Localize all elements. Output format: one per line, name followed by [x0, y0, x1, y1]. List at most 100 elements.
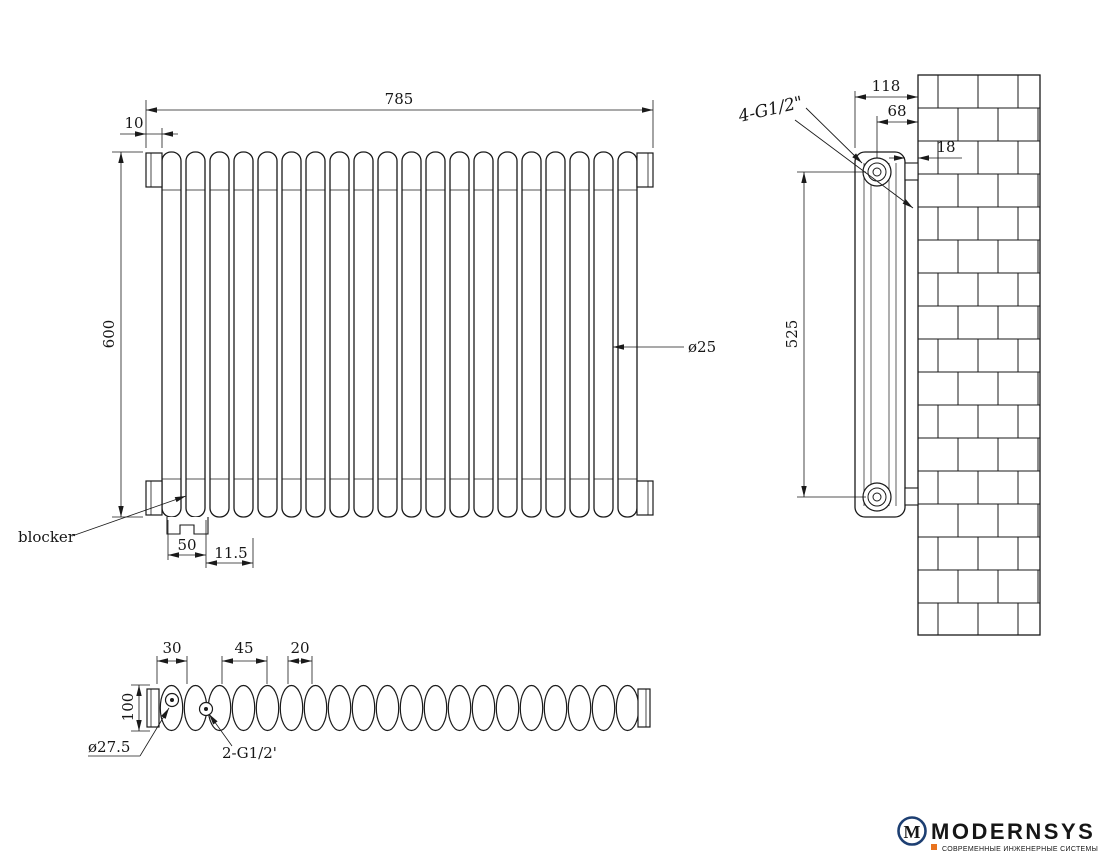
end-cap — [146, 688, 160, 728]
top-view-labels: 30 45 20 100 ø27.5 2-G1/2' — [88, 639, 310, 762]
logo-bullet — [931, 844, 937, 850]
end-cap — [637, 688, 651, 728]
dim-arrowhead — [136, 685, 142, 696]
front-view-geometry — [145, 151, 654, 535]
dim-bottom-11-5: 11.5 — [214, 544, 247, 562]
radiator-tube — [569, 151, 590, 518]
dim-arrowhead — [195, 552, 206, 558]
tube-section — [375, 684, 400, 732]
dim-arrowhead — [161, 708, 169, 719]
radiator-tube — [545, 151, 566, 518]
tube-section — [447, 684, 472, 732]
tube-section — [231, 684, 256, 732]
mount-bracket — [145, 152, 163, 188]
dim-arrowhead — [118, 506, 124, 517]
radiator-tube — [161, 151, 182, 518]
dim-arrowhead — [642, 107, 653, 113]
logo-m-icon — [897, 816, 927, 846]
top-view-dimension-lines — [88, 656, 313, 757]
radiator-tube — [401, 151, 422, 518]
side-view-geometry — [854, 74, 1041, 636]
radiator-tube — [233, 151, 254, 518]
radiator-tube — [329, 151, 350, 518]
radiator-tube — [185, 151, 206, 518]
label-connection-2-g12: 2-G1/2' — [222, 744, 277, 762]
tube-section — [279, 684, 304, 732]
drawing-line — [805, 107, 863, 164]
tube-section — [591, 684, 616, 732]
valve-center — [872, 492, 882, 502]
dim-tube-diameter-25: ø25 — [688, 338, 716, 356]
dim-height-600: 600 — [100, 320, 118, 349]
side-view-dimension-lines — [794, 91, 962, 498]
mount-bracket — [145, 480, 163, 516]
dim-valve-spacing-525: 525 — [783, 320, 801, 349]
brick-wall — [917, 74, 1041, 636]
wall-mount-tab — [904, 487, 919, 506]
dim-arrowhead — [146, 107, 157, 113]
dim-arrowhead — [174, 496, 186, 503]
tube-section — [423, 684, 448, 732]
logo-name: MODERNSYS — [931, 819, 1095, 844]
tube-section — [255, 684, 280, 732]
tube-section — [471, 684, 496, 732]
tube-section — [615, 684, 640, 732]
dim-arrowhead — [157, 658, 168, 664]
tube-section — [519, 684, 544, 732]
dim-width-785: 785 — [385, 90, 414, 108]
radiator-tube — [257, 151, 278, 518]
dim-arrowhead — [613, 344, 624, 350]
dim-top-20: 20 — [290, 639, 309, 657]
tube-section — [351, 684, 376, 732]
logo-m-letter: M — [904, 822, 921, 842]
mount-bracket — [636, 480, 654, 516]
logo-tagline: СОВРЕМЕННЫЕ ИНЖЕНЕРНЫЕ СИСТЕМЫ — [942, 846, 1098, 853]
tube-section — [327, 684, 352, 732]
radiator-tube — [449, 151, 470, 518]
dim-arrowhead — [301, 658, 312, 664]
radiator-tube — [305, 151, 326, 518]
dim-arrowhead — [894, 155, 905, 161]
top-view-geometry — [146, 684, 651, 732]
tube-section — [399, 684, 424, 732]
radiator-tube — [521, 151, 542, 518]
dim-arrowhead — [206, 560, 217, 566]
dim-arrowhead — [118, 152, 124, 163]
dim-arrowhead — [136, 720, 142, 731]
bottom-bracket-detail — [166, 517, 209, 535]
front-view-labels: 785 10 600 ø25 blocker 50 11.5 — [18, 90, 716, 562]
radiator-tube — [281, 151, 302, 518]
dim-arrowhead — [162, 131, 173, 137]
radiator-tube — [209, 151, 230, 518]
radiator-tube — [473, 151, 494, 518]
port-center — [170, 698, 174, 702]
dim-arrowhead — [242, 560, 253, 566]
dim-arrowhead — [877, 119, 888, 125]
label-connection-4-g12: 4-G1/2" — [736, 93, 805, 127]
dim-arrowhead — [135, 131, 146, 137]
dim-arrowhead — [288, 658, 299, 664]
dim-arrowhead — [209, 714, 218, 725]
radiator-tube — [377, 151, 398, 518]
dim-arrowhead — [902, 199, 913, 208]
wall-mount-tab — [904, 162, 919, 181]
mount-bracket — [636, 152, 654, 188]
dim-top-30: 30 — [162, 639, 181, 657]
dim-depth-100: 100 — [119, 693, 137, 722]
radiator-side-profile — [854, 151, 906, 518]
port-center — [204, 707, 208, 711]
dim-valve-offset-68: 68 — [887, 102, 906, 120]
radiator-tube — [497, 151, 518, 518]
dim-top-45: 45 — [234, 639, 253, 657]
tube-section — [567, 684, 592, 732]
label-blocker: blocker — [18, 528, 76, 546]
dim-arrowhead — [801, 172, 807, 183]
logo: M MODERNSYS СОВРЕМЕННЫЕ ИНЖЕНЕРНЫЕ СИСТЕ… — [897, 816, 1098, 853]
dim-arrowhead — [801, 486, 807, 497]
radiator-tube — [617, 151, 638, 518]
dim-arrowhead — [168, 552, 179, 558]
drawing-line — [794, 119, 914, 209]
dim-arrowhead — [222, 658, 233, 664]
